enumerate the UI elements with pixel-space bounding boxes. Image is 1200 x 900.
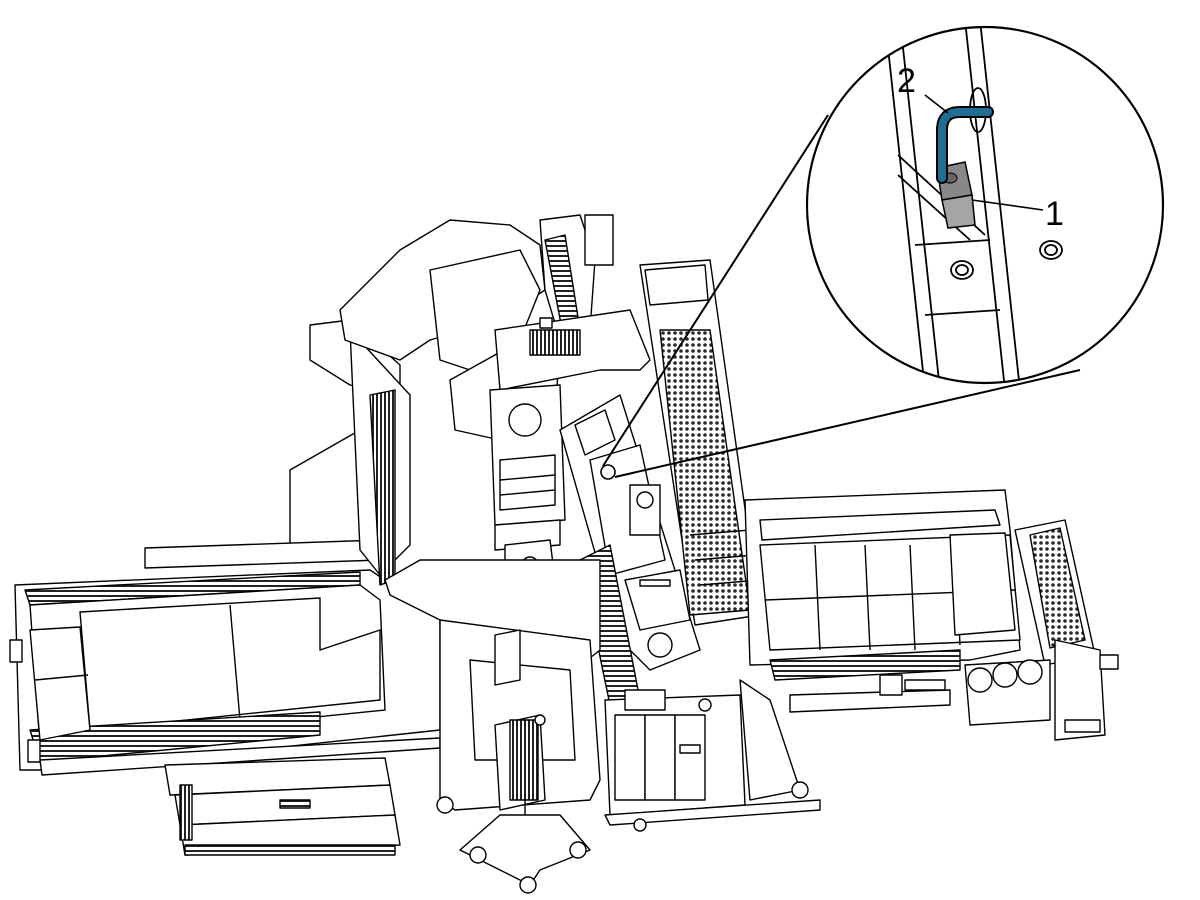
detail-marker [600, 464, 616, 480]
callout-label-1: 1 [1045, 195, 1064, 233]
left-work-table [9, 569, 441, 776]
right-work-table [744, 489, 1021, 713]
machine-base [384, 559, 601, 814]
electrical-cabinet [604, 679, 821, 832]
callout-leader-1 [971, 199, 1044, 211]
callout-label-2: 2 [897, 62, 916, 100]
cooling-unit [964, 519, 1119, 741]
left-housing [144, 319, 411, 586]
catwalk [639, 259, 761, 626]
zoom-detail [805, 25, 1165, 385]
zoom-leaders [602, 114, 1081, 478]
machine-body [9, 214, 1119, 894]
callout-leader-2 [924, 94, 949, 114]
spindle-head [489, 384, 566, 591]
operator-pendant [459, 714, 591, 894]
access-steps [164, 757, 401, 856]
spindle-hood [339, 214, 651, 441]
